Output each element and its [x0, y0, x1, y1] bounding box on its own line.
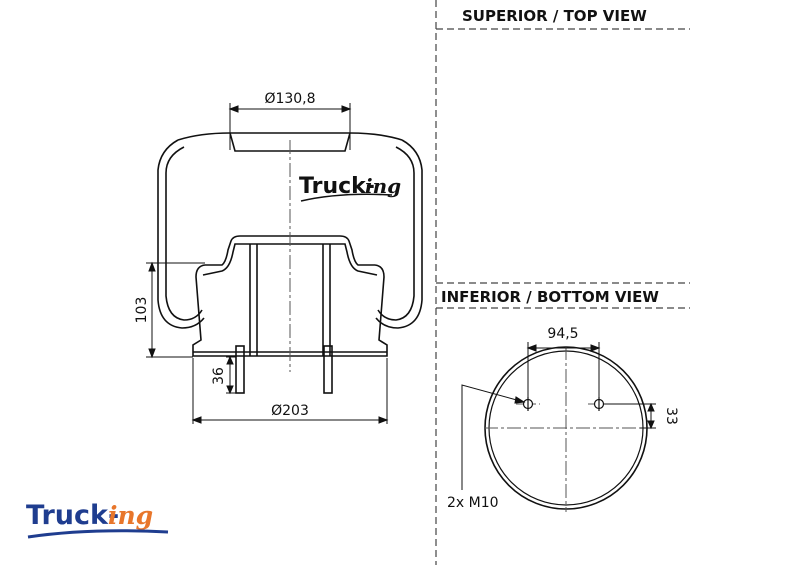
bolt-holes — [522, 397, 605, 411]
top-view-title: SUPERIOR / TOP VIEW — [462, 7, 647, 25]
stud-spacing-label: 94,5 — [547, 326, 578, 342]
top-diameter-label: Ø130,8 — [264, 91, 315, 107]
stud-length-label: 36 — [211, 367, 227, 385]
brand-logo-main: Truck- — [26, 500, 119, 531]
bottom-dimension-lines — [461, 342, 656, 490]
brand-logo: Truck- ing — [26, 500, 169, 539]
brand-logo-script: ing — [108, 501, 153, 530]
side-dimension-lines — [146, 103, 389, 424]
height-label: 103 — [134, 297, 150, 324]
bolts-label: 2x M10 — [447, 495, 499, 511]
stud-offset-label: 33 — [663, 407, 679, 425]
base-diameter-label: Ø203 — [271, 403, 309, 419]
view-separators — [435, 0, 690, 565]
bottom-view-title: INFERIOR / BOTTOM VIEW — [441, 288, 659, 306]
drawing-logo: Truck- ing — [299, 174, 401, 202]
air-spring-side-view — [157, 132, 423, 394]
